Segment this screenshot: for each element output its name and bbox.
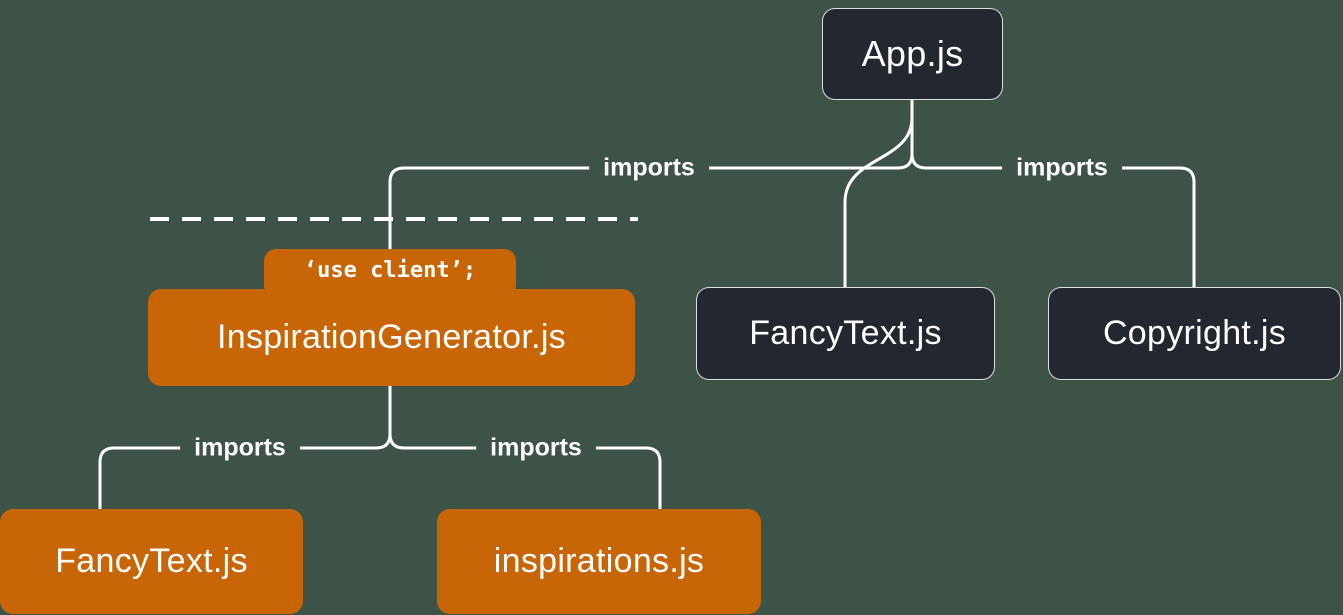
edge-label-imports-app-inspiration: imports	[589, 151, 709, 185]
node-app-js: App.js	[822, 8, 1003, 100]
node-fancytext-js-client-label: FancyText.js	[55, 542, 248, 580]
node-app-js-label: App.js	[861, 33, 964, 74]
node-inspirations-js-label: inspirations.js	[493, 542, 705, 580]
edge-app-to-copyright	[910, 98, 1196, 289]
node-fancytext-js-server: FancyText.js	[696, 287, 995, 380]
node-copyright-js-label: Copyright.js	[1102, 314, 1287, 352]
edge-app-to-fancytext	[843, 102, 914, 289]
node-fancytext-js-server-label: FancyText.js	[749, 314, 942, 352]
node-fancytext-js-client: FancyText.js	[0, 509, 303, 614]
node-inspirations-js: inspirations.js	[437, 509, 761, 614]
edge-label-imports-app-copyright: imports	[1002, 151, 1122, 185]
node-inspiration-generator-js: InspirationGenerator.js	[148, 289, 635, 386]
edge-label-imports-inspiration-inspirations: imports	[476, 431, 596, 465]
use-client-directive-text: ‘use client’;	[303, 257, 477, 283]
node-copyright-js: Copyright.js	[1048, 287, 1341, 380]
edge-label-imports-inspiration-fancytext: imports	[180, 431, 300, 465]
node-inspiration-generator-js-label: InspirationGenerator.js	[217, 318, 566, 356]
